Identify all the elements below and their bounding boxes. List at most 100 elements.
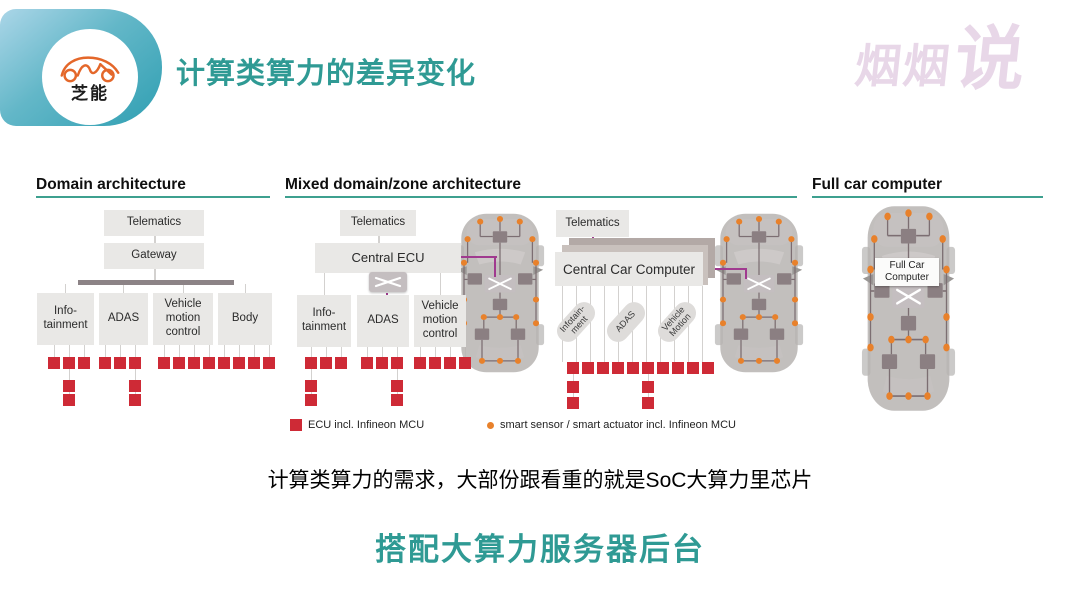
ecu-square xyxy=(627,362,639,374)
full-car-computer-line2: Computer xyxy=(885,272,929,283)
connector-line xyxy=(120,345,121,357)
ecu-square xyxy=(567,397,579,409)
connector-line xyxy=(245,284,246,293)
ecu-square xyxy=(218,357,230,369)
ecu-square xyxy=(672,362,684,374)
connector-line xyxy=(209,345,210,357)
connector-line xyxy=(254,345,255,357)
domain-infotainment-box: Info- tainment xyxy=(37,293,94,345)
footer-title: 搭配大算力服务器后台 xyxy=(375,532,705,567)
car-topview-full xyxy=(861,204,956,413)
connector-line xyxy=(420,347,421,357)
ecu-square xyxy=(63,380,75,392)
ecu-square xyxy=(188,357,200,369)
backbone-link-line xyxy=(494,257,496,277)
connector-line xyxy=(435,347,436,357)
legend: ECU incl. Infineon MCU smart sensor / sm… xyxy=(0,414,1080,438)
full-car-computer-box: Full Car Computer xyxy=(875,258,939,286)
mixed-central-ecu-box: Central ECU xyxy=(315,243,461,273)
zone-telematics-box: Telematics xyxy=(556,210,629,237)
ecu-square xyxy=(99,357,111,369)
zone-pill-adas: ADAS xyxy=(602,297,650,347)
ecu-square xyxy=(129,380,141,392)
ecu-square xyxy=(305,380,317,392)
ecu-square xyxy=(335,357,347,369)
ecu-square xyxy=(391,380,403,392)
full-car-computer-line1: Full Car xyxy=(889,259,925,271)
network-switch-icon xyxy=(369,272,407,292)
ecu-square xyxy=(361,357,373,369)
domain-adas-box: ADAS xyxy=(99,293,148,345)
ecu-square xyxy=(657,362,669,374)
car-topview-mixed-left xyxy=(455,212,545,374)
connector-line xyxy=(239,345,240,357)
ecu-square xyxy=(263,357,275,369)
ecu-square xyxy=(78,357,90,369)
connector-line xyxy=(397,347,398,357)
underline-domain xyxy=(36,196,270,198)
connector-line xyxy=(194,345,195,357)
central-car-computer-box: Central Car Computer xyxy=(555,252,703,286)
page-title: 计算类算力的差异变化 xyxy=(176,58,477,90)
ecu-square xyxy=(642,381,654,393)
connector-line xyxy=(135,345,136,357)
section-title-domain: Domain architecture xyxy=(36,176,186,193)
connector-line xyxy=(378,236,380,243)
connector-line xyxy=(123,284,124,293)
ecu-square xyxy=(48,357,60,369)
connector-line xyxy=(69,345,70,357)
caption-text: 计算类算力的需求，大部份跟看重的就是SoC大算力里芯片 xyxy=(267,469,813,492)
ecu-square xyxy=(597,362,609,374)
ecu-square xyxy=(129,357,141,369)
mixed-vehicle-motion-box: Vehicle motion control xyxy=(414,295,466,347)
legend-sensor-label: smart sensor / smart actuator incl. Infi… xyxy=(500,419,736,431)
zhineng-logo: 芝能 xyxy=(42,29,138,125)
ecu-square xyxy=(203,357,215,369)
connector-line xyxy=(105,345,106,357)
connector-line xyxy=(164,345,165,357)
connector-line xyxy=(604,286,605,362)
connector-line xyxy=(54,345,55,357)
ecu-square xyxy=(305,394,317,406)
connector-line xyxy=(224,345,225,357)
mixed-infotainment-box: Info- tainment xyxy=(297,295,351,347)
legend-sensor-swatch xyxy=(487,422,494,429)
mixed-adas-box: ADAS xyxy=(357,295,409,347)
ecu-square xyxy=(642,362,654,374)
backbone-link-line xyxy=(461,256,497,258)
connector-line xyxy=(367,347,368,357)
connector-line xyxy=(311,347,312,357)
ecu-square xyxy=(414,357,426,369)
brand-text: 烟烟 xyxy=(852,40,954,92)
connector-line xyxy=(702,286,703,362)
connector-line xyxy=(154,236,156,243)
section-title-mixed: Mixed domain/zone architecture xyxy=(285,176,521,193)
ecu-square xyxy=(173,357,185,369)
ecu-square xyxy=(567,362,579,374)
connector-line xyxy=(84,345,85,357)
ecu-square xyxy=(63,357,75,369)
logo-car-icon xyxy=(60,56,120,83)
ecu-square xyxy=(642,397,654,409)
ecu-square xyxy=(444,357,456,369)
brand-suffix: 说 xyxy=(950,20,1030,98)
underline-mixed xyxy=(285,196,797,198)
domain-telematics-box: Telematics xyxy=(104,210,204,236)
connector-line xyxy=(269,345,270,357)
ecu-square xyxy=(376,357,388,369)
ecu-square xyxy=(63,394,75,406)
connector-line xyxy=(154,269,156,280)
connector-line xyxy=(382,347,383,357)
central-car-computer-stack: Central Car Computer xyxy=(555,238,715,286)
connector-line xyxy=(324,273,325,295)
ecu-square xyxy=(114,357,126,369)
backbone-link-line xyxy=(745,269,747,279)
ecu-square xyxy=(320,357,332,369)
brand-mark: 烟烟 说 xyxy=(852,20,1030,98)
ecu-square xyxy=(567,381,579,393)
ecu-square xyxy=(702,362,714,374)
domain-bus-bar xyxy=(78,280,234,285)
ecu-square xyxy=(612,362,624,374)
ecu-square xyxy=(429,357,441,369)
